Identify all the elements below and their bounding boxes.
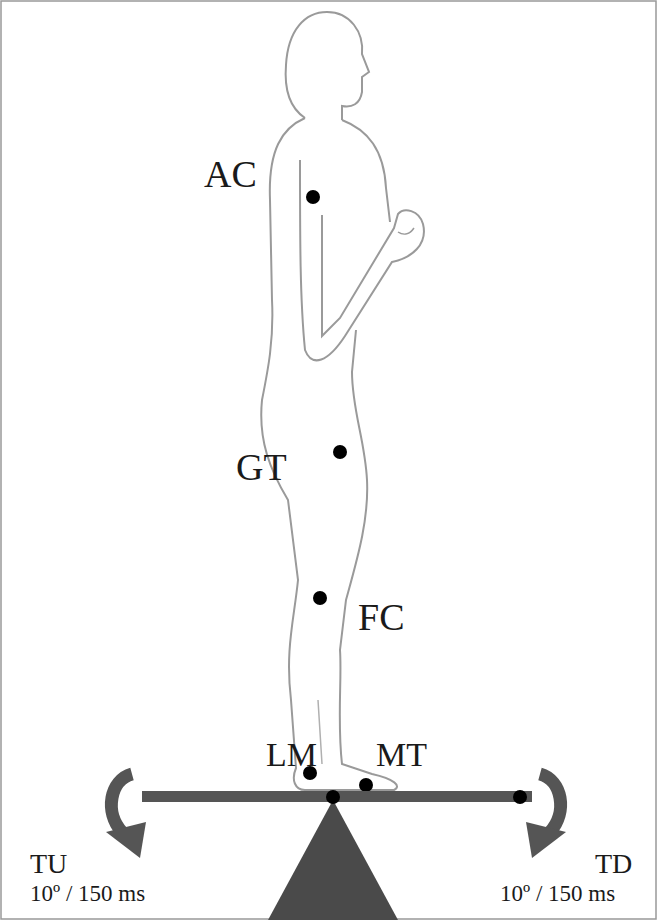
pivot-dot (326, 790, 340, 804)
pivot-triangle (268, 800, 398, 920)
marker-label: FC (358, 598, 404, 636)
arm-outline (300, 160, 424, 360)
tilt-spec: 10º / 150 ms (500, 882, 615, 905)
arrowhead-right (526, 822, 566, 858)
marker-dot (306, 190, 320, 204)
direction-label: TU (30, 850, 67, 878)
marker-dot (359, 778, 373, 792)
marker-label: MT (376, 738, 427, 772)
arrowhead-left (106, 822, 146, 858)
leg-detail (318, 700, 322, 764)
platform-dot (513, 790, 527, 804)
tilt-spec: 10º / 150 ms (30, 882, 145, 905)
marker-label: GT (236, 448, 287, 486)
head-outline (286, 12, 369, 120)
rotation-arrow-left (111, 774, 132, 832)
fist-detail (398, 228, 414, 234)
direction-label: TD (595, 850, 632, 878)
marker-dot (333, 445, 347, 459)
chest-outline (342, 120, 390, 222)
marker-label: LM (266, 738, 317, 772)
marker-dot (313, 591, 327, 605)
rotation-arrow-right (540, 774, 561, 832)
marker-label: AC (204, 155, 257, 193)
marker-dots (303, 190, 373, 792)
